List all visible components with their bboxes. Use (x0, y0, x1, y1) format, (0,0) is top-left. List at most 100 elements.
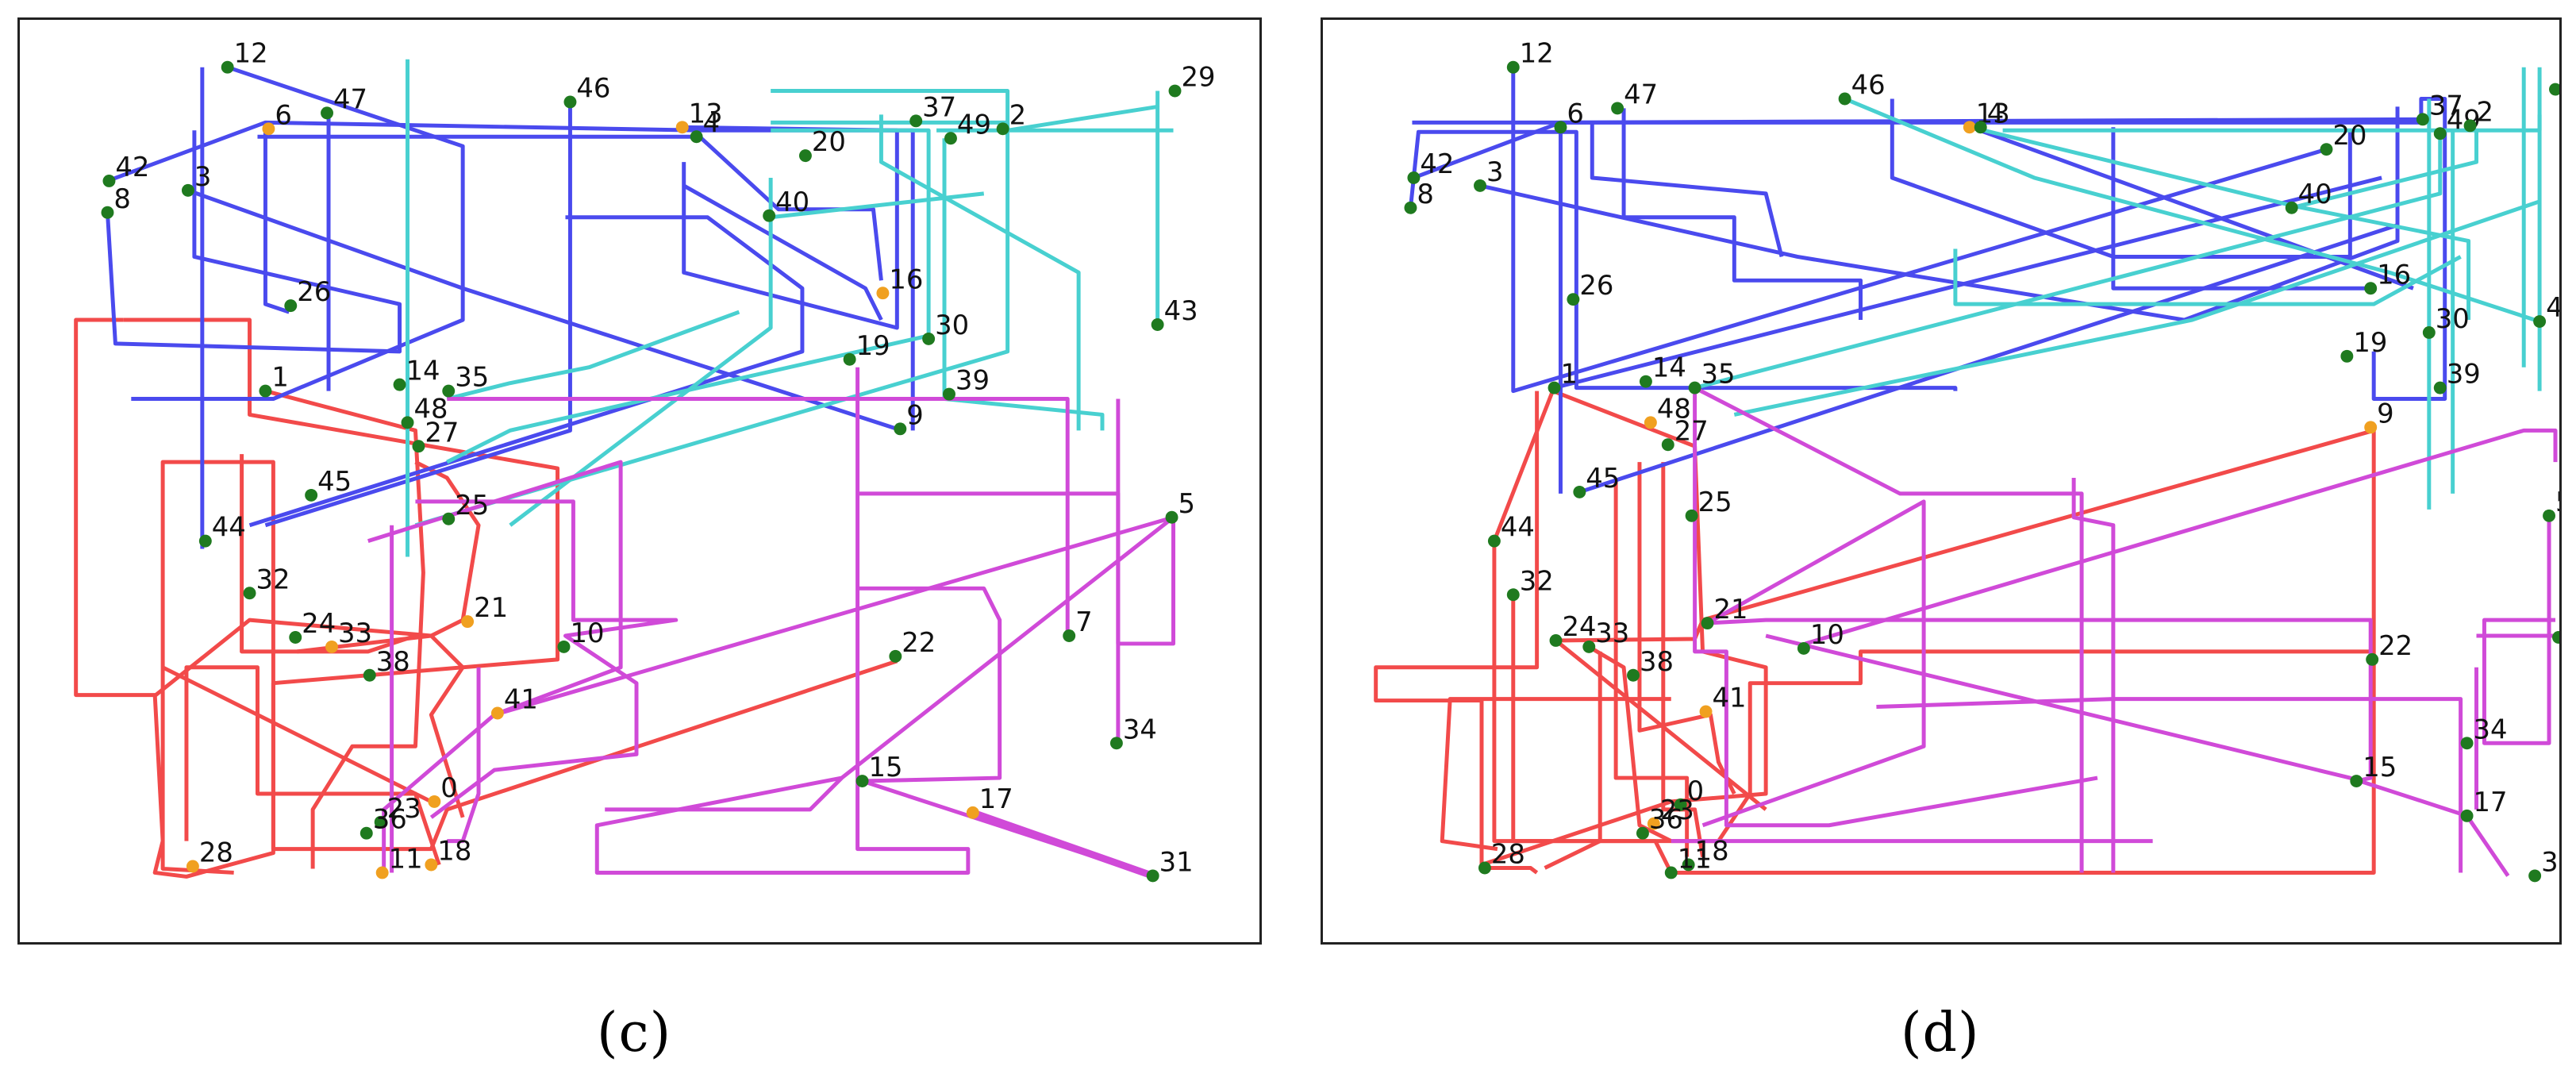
panel-c-node-40 (763, 209, 776, 222)
panel-d-route-magenta-37 (1693, 387, 2098, 828)
panel-d-node-35 (1688, 381, 1701, 394)
panel-d-node-label-5: 5 (2555, 487, 2559, 518)
panel-c-route-blue-19 (682, 183, 883, 321)
panel-d-node-49 (2433, 127, 2447, 140)
panel-c-node-12 (221, 60, 234, 74)
panel-c-node-label-10: 10 (570, 618, 604, 648)
panel-d-node-9 (2364, 421, 2378, 434)
panel-c-node-label-12: 12 (234, 38, 268, 69)
panel-d-node-44 (1487, 534, 1501, 548)
panel-d-route-plot: 1247461343749229642382040261643301911435… (1321, 17, 2562, 945)
panel-d-node-11 (1664, 866, 1678, 879)
panel-d-node-label-2: 2 (2477, 96, 2494, 127)
panel-c-node-49 (944, 132, 957, 145)
panel-d-node-32 (1506, 588, 1520, 602)
panel-d-node-label-11: 11 (1678, 843, 1712, 874)
panel-d-route-blue-22 (1578, 223, 2398, 494)
panel-c-node-43 (1151, 318, 1164, 331)
panel-c-route-blue-13 (263, 122, 290, 314)
panel-d-node-41 (1699, 705, 1713, 718)
panel-d-node-24 (1549, 634, 1563, 647)
panel-c-node-label-48: 48 (413, 393, 448, 424)
panel-d-node-label-18: 18 (1695, 836, 1729, 867)
panel-c-route-magenta-43 (605, 776, 844, 812)
panel-d-node-label-20: 20 (2332, 120, 2366, 151)
panel-c-route-cyan-27 (446, 310, 740, 401)
panel-c-route-red-2 (153, 618, 465, 818)
panel-c-route-red-5 (264, 389, 425, 869)
panel-d-route-cyan-34 (1953, 248, 2462, 306)
panel-d-node-label-46: 46 (1851, 70, 1886, 101)
panel-d-node-label-6: 6 (1567, 98, 1584, 129)
panel-c-route-magenta-41 (857, 586, 1002, 783)
panel-c-node-label-1: 1 (271, 362, 289, 393)
panel-d-node-label-4: 4 (1987, 98, 2005, 129)
panel-c-route-blue-16 (264, 102, 572, 528)
panel-c-node-20 (798, 149, 812, 163)
panel-d-node-26 (1567, 293, 1580, 306)
panel-d-node-label-36: 36 (1649, 804, 1683, 835)
panel-c-route-blue-10 (106, 120, 915, 431)
panel-d-node-label-38: 38 (1640, 646, 1674, 677)
panel-d-node-38 (1627, 668, 1640, 682)
panel-d-node-label-34: 34 (2474, 714, 2508, 745)
panel-c-node-44 (198, 534, 212, 548)
panel-c-route-cyan-22 (942, 138, 1105, 431)
panel-c-node-label-25: 25 (455, 490, 489, 521)
panel-c-node-16 (876, 287, 890, 300)
panel-c-node-24 (289, 631, 302, 644)
panel-d-node-label-30: 30 (2436, 303, 2470, 334)
panel-c-route-blue-8 (131, 65, 465, 402)
caption-d: (d) (1901, 1002, 1980, 1064)
panel-c-node-label-42: 42 (115, 152, 149, 183)
panel-d-node-label-40: 40 (2298, 179, 2332, 210)
panel-d-node-label-14: 14 (1652, 352, 1686, 383)
panel-d-route-red-0 (1374, 391, 1540, 875)
panel-c-node-23 (374, 815, 387, 829)
panel-c-node-label-40: 40 (775, 187, 809, 217)
panel-c-node-25 (442, 512, 456, 525)
panel-d-node-label-28: 28 (1491, 839, 1525, 870)
panel-d-node-label-0: 0 (1687, 775, 1705, 806)
panel-d-route-magenta-42 (1701, 499, 1926, 828)
panel-d-node-label-44: 44 (1501, 512, 1535, 543)
panel-c-node-13 (675, 121, 689, 134)
panel-c-node-label-34: 34 (1123, 714, 1157, 745)
panel-c-node-label-13: 13 (689, 98, 723, 129)
panel-c-node-9 (894, 422, 907, 436)
panel-d-node-label-48: 48 (1657, 393, 1691, 424)
panel-d-node-30 (2422, 326, 2436, 339)
panel-c-node-35 (442, 384, 456, 398)
panel-c-node-label-3: 3 (194, 161, 212, 192)
panel-d-route-red-9 (1554, 639, 1767, 811)
panel-c-node-label-46: 46 (576, 72, 610, 103)
panel-c-route-blue-18 (248, 215, 805, 528)
panel-c-node-28 (186, 860, 199, 873)
panel-d-node-label-47: 47 (1624, 79, 1658, 110)
panel-d-node-label-33: 33 (1595, 618, 1629, 648)
panel-c-route-blue-15 (257, 134, 883, 281)
panel-d-node-label-21: 21 (1713, 594, 1747, 625)
panel-c-node-6 (262, 122, 275, 136)
panel-c-node-2 (996, 122, 1009, 136)
panel-d-route-magenta-36 (1694, 386, 2084, 873)
panel-d-node-17 (2460, 809, 2474, 822)
panel-c-node-label-35: 35 (455, 362, 489, 393)
panel-c-node-label-21: 21 (474, 592, 508, 623)
panel-c-node-47 (321, 106, 333, 120)
panel-d-node-43 (2533, 315, 2547, 328)
panel-c-node-37 (909, 114, 923, 128)
panel-c-route-cyan-28 (770, 191, 985, 220)
panel-c-node-label-45: 45 (317, 466, 352, 497)
panel-c-node-label-6: 6 (275, 99, 292, 130)
panel-c-node-31 (1146, 869, 1159, 883)
panel-d-route-magenta-43 (2071, 478, 2116, 873)
panel-c-route-cyan-26 (879, 114, 1081, 431)
panel-c-node-label-28: 28 (199, 837, 233, 868)
panel-d-node-label-32: 32 (1520, 565, 1554, 596)
panel-d-node-18 (1682, 858, 1695, 872)
panel-d-node-27 (1661, 438, 1674, 452)
panel-c-node-label-29: 29 (1181, 62, 1215, 93)
panel-c-node-label-4: 4 (703, 107, 721, 138)
